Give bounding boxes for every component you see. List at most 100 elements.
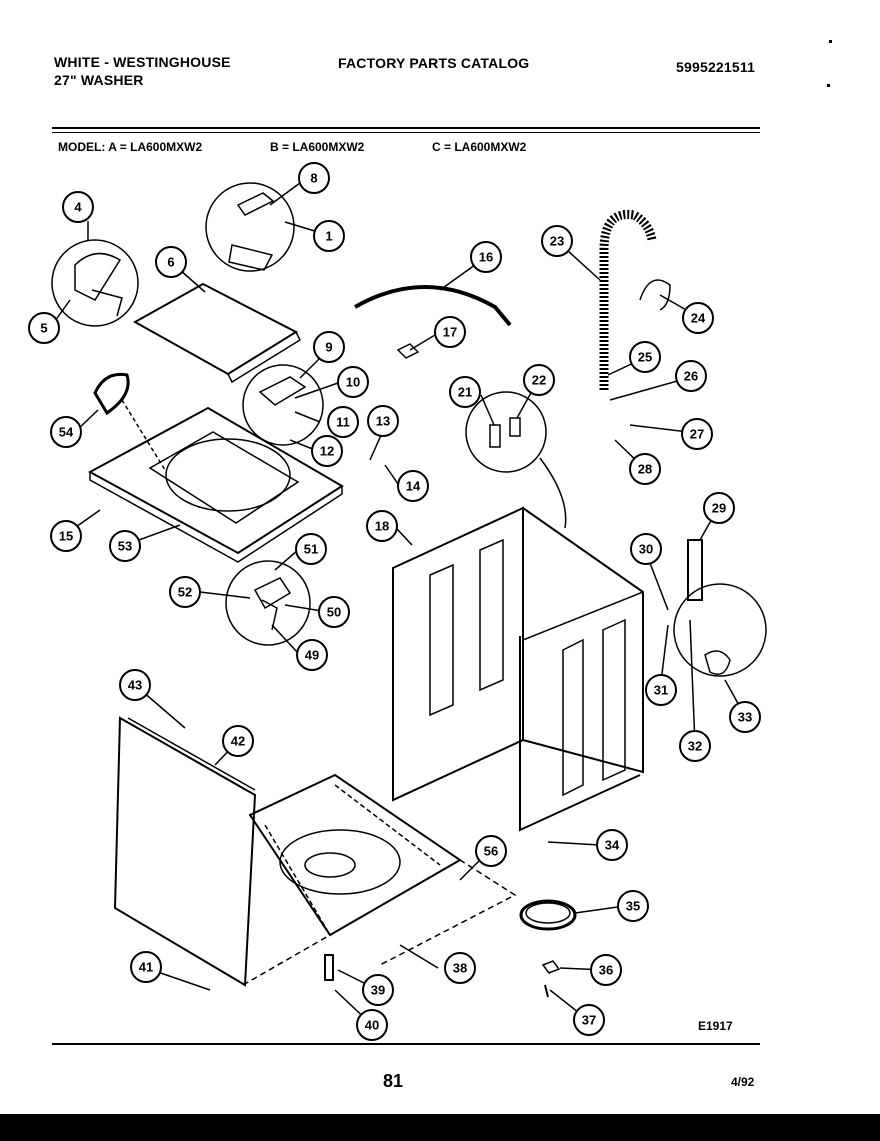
callout-56: 56	[475, 835, 507, 867]
callout-25: 25	[629, 341, 661, 373]
callout-21: 21	[449, 376, 481, 408]
callout-5: 5	[28, 312, 60, 344]
svg-text:50: 50	[327, 605, 341, 620]
svg-text:14: 14	[406, 479, 421, 494]
callout-26: 26	[675, 360, 707, 392]
callout-51: 51	[295, 533, 327, 565]
scan-speck	[829, 40, 832, 43]
hinge-detail-circle	[51, 239, 139, 327]
svg-text:17: 17	[443, 325, 457, 340]
catalog-title: FACTORY PARTS CATALOG	[338, 55, 530, 71]
callout-34: 34	[596, 829, 628, 861]
svg-text:30: 30	[639, 542, 653, 557]
lid-panel	[132, 282, 299, 376]
svg-text:25: 25	[638, 350, 652, 365]
svg-text:8: 8	[310, 171, 317, 186]
svg-text:36: 36	[599, 963, 613, 978]
callout-12: 12	[311, 435, 343, 467]
callout-54: 54	[50, 416, 82, 448]
svg-text:16: 16	[479, 250, 493, 265]
callout-50: 50	[318, 596, 350, 628]
callout-15: 15	[50, 520, 82, 552]
svg-text:12: 12	[320, 444, 334, 459]
footer-rule	[52, 1043, 760, 1045]
callout-23: 23	[541, 225, 573, 257]
svg-text:51: 51	[304, 542, 318, 557]
callout-9: 9	[313, 331, 345, 363]
diagram-code: E1917	[698, 1019, 733, 1033]
svg-text:31: 31	[654, 683, 668, 698]
model-a: MODEL: A = LA600MXW2	[58, 140, 203, 154]
svg-text:38: 38	[453, 961, 467, 976]
tub-ring	[519, 899, 577, 931]
svg-text:15: 15	[59, 529, 73, 544]
svg-text:24: 24	[691, 311, 706, 326]
header-rule-top	[52, 127, 760, 129]
callout-53: 53	[109, 530, 141, 562]
callout-31: 31	[645, 674, 677, 706]
model-b: B = LA600MXW2	[270, 140, 365, 154]
front-panel	[113, 716, 257, 987]
callout-52: 52	[169, 576, 201, 608]
callout-27: 27	[681, 418, 713, 450]
svg-text:32: 32	[688, 739, 702, 754]
callout-22: 22	[523, 364, 555, 396]
lid-switch-detail-circle	[205, 182, 295, 272]
svg-text:10: 10	[346, 375, 360, 390]
page-number: 81	[383, 1071, 404, 1091]
callout-16: 16	[470, 241, 502, 273]
pump-detail-circle	[465, 391, 547, 473]
power-cord	[354, 285, 512, 327]
svg-text:26: 26	[684, 369, 698, 384]
callout-4: 4	[62, 191, 94, 223]
svg-text:35: 35	[626, 899, 640, 914]
svg-text:22: 22	[532, 373, 546, 388]
callout-35: 35	[617, 890, 649, 922]
timer-detail-circle	[673, 583, 767, 677]
svg-text:1: 1	[325, 229, 332, 244]
callout-37: 37	[573, 1004, 605, 1036]
svg-text:27: 27	[690, 427, 704, 442]
svg-text:11: 11	[336, 415, 350, 430]
drain-hose	[599, 209, 657, 390]
catalog-date: 4/92	[731, 1075, 755, 1089]
svg-text:6: 6	[167, 255, 174, 270]
svg-text:56: 56	[484, 844, 498, 859]
callout-10: 10	[337, 366, 369, 398]
svg-text:18: 18	[375, 519, 389, 534]
svg-text:29: 29	[712, 501, 726, 516]
scan-border	[0, 1114, 880, 1141]
callout-28: 28	[629, 453, 661, 485]
callout-24: 24	[682, 302, 714, 334]
callout-38: 38	[444, 952, 476, 984]
callout-29: 29	[703, 492, 735, 524]
svg-text:33: 33	[738, 710, 752, 725]
callout-32: 32	[679, 730, 711, 762]
header-rule-bottom	[52, 132, 760, 133]
callout-41: 41	[130, 951, 162, 983]
svg-text:49: 49	[305, 648, 319, 663]
brand-title: WHITE - WESTINGHOUSE	[54, 54, 231, 70]
svg-text:34: 34	[605, 838, 620, 853]
callout-40: 40	[356, 1009, 388, 1041]
callout-49: 49	[296, 639, 328, 671]
svg-text:4: 4	[74, 200, 82, 215]
svg-text:40: 40	[365, 1018, 379, 1033]
hinge-bottom-circle	[225, 560, 311, 646]
callout-17: 17	[434, 316, 466, 348]
callout-group: 1 4 5 6 8 9 10 11 12 13 14 15 16 17 18 2…	[28, 162, 761, 1041]
callout-33: 33	[729, 701, 761, 733]
callout-14: 14	[397, 470, 429, 502]
svg-text:54: 54	[59, 425, 74, 440]
svg-text:21: 21	[458, 385, 472, 400]
svg-text:5: 5	[40, 321, 47, 336]
svg-text:37: 37	[582, 1013, 596, 1028]
svg-text:53: 53	[118, 539, 132, 554]
svg-text:52: 52	[178, 585, 192, 600]
callout-18: 18	[366, 510, 398, 542]
svg-text:28: 28	[638, 462, 652, 477]
lid-switch-circle	[242, 364, 324, 446]
svg-text:41: 41	[139, 960, 153, 975]
svg-text:13: 13	[376, 414, 390, 429]
